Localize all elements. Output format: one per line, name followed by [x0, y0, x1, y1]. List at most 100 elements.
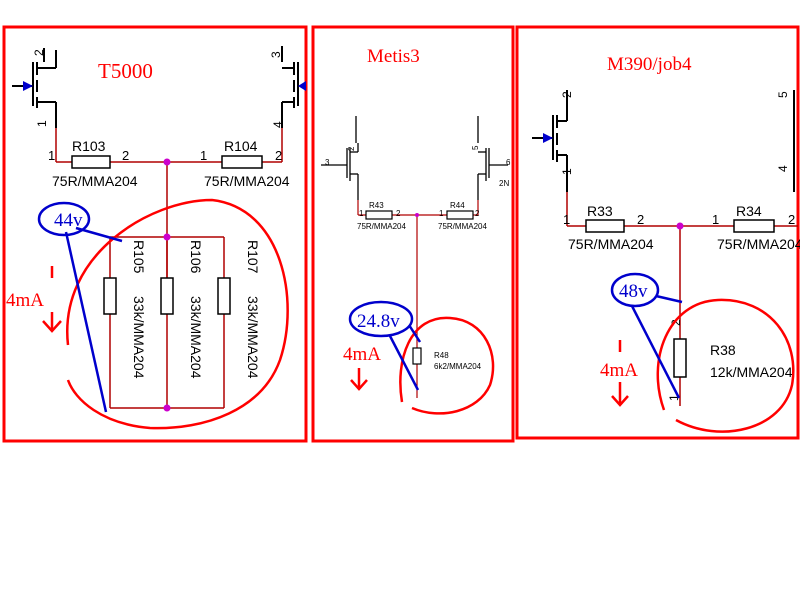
transistor-q-right [477, 116, 508, 200]
pin-label: 1 [359, 209, 364, 218]
voltage-circle [37, 201, 91, 237]
current-arrow [350, 368, 368, 391]
resistor-value: 75R/MMA204 [568, 236, 654, 252]
resistor-r48 [412, 347, 422, 365]
resistor-value: 12k/MMA204 [710, 364, 793, 380]
pin-label: 2 [347, 146, 356, 151]
resistor-value: 33k/MMA204 [131, 296, 147, 379]
pin-label: 2 [475, 209, 480, 218]
resistor-value: 75R/MMA204 [438, 222, 487, 231]
pin-label: 2 [122, 148, 129, 163]
pin-label: 5 [471, 145, 480, 150]
resistor-r105 [103, 277, 117, 315]
resistor-ref: R107 [245, 240, 261, 274]
probe-lines [630, 294, 683, 399]
current-arrow [42, 266, 62, 333]
arrow-icon [298, 81, 306, 91]
panel-t5000: T5000 2 1 3 4 [2, 25, 308, 443]
current-loop-arc [399, 316, 495, 415]
pin-label: 1 [48, 148, 55, 163]
resistor-ref: R44 [450, 201, 465, 210]
pin-label: 1 [200, 148, 207, 163]
panel-title: M390/job4 [607, 54, 692, 75]
pin-label: 3 [325, 158, 330, 167]
resistor-r104 [221, 155, 263, 169]
panel-frame [311, 25, 515, 443]
resistor-r106 [160, 277, 174, 315]
current-loop-arc [656, 298, 795, 433]
resistor-r33 [585, 219, 625, 233]
wires [357, 200, 479, 398]
pin-label: 2 [669, 319, 683, 326]
resistor-value: 6k2/MMA204 [434, 362, 482, 371]
pin-label: 1 [35, 120, 49, 127]
probe-lines [388, 324, 422, 391]
pin-label: 4 [776, 165, 790, 172]
junction-dot [163, 233, 171, 241]
panel-frame [515, 25, 800, 440]
pin-label: 2 [788, 212, 795, 227]
junction-dot [163, 158, 171, 166]
panel-frame [2, 25, 308, 443]
arrow-icon [23, 81, 33, 91]
resistor-r107 [217, 277, 231, 315]
current-label: 4mA [600, 360, 638, 381]
junction-dot [415, 213, 419, 217]
resistor-ref: R38 [710, 342, 736, 358]
current-label: 4mA [343, 344, 381, 365]
resistor-value: 75R/MMA204 [357, 222, 406, 231]
voltage-label: 44v [54, 210, 83, 231]
resistor-ref: R105 [131, 240, 147, 274]
resistor-r44 [446, 210, 474, 220]
resistor-value: 75R/MMA204 [52, 173, 138, 189]
probe-lines [64, 226, 123, 413]
pin-label: 5 [776, 91, 790, 98]
transistor-q-left [12, 48, 57, 128]
resistor-ref: R43 [369, 201, 384, 210]
resistor-ref: R103 [72, 138, 106, 154]
panel-title: Metis3 [367, 46, 420, 67]
voltage-label: 48v [619, 281, 648, 302]
pin-label: 4 [271, 121, 285, 128]
pin-label: 3 [269, 51, 283, 58]
resistor-r103 [71, 155, 111, 169]
resistor-ref: R34 [736, 203, 762, 219]
resistor-r34 [733, 219, 775, 233]
current-loop-arc [66, 198, 289, 430]
resistor-r43 [365, 210, 393, 220]
transistor-q-left [321, 116, 359, 200]
resistor-ref: R106 [188, 240, 204, 274]
resistor-value: 33k/MMA204 [188, 296, 204, 379]
panel-m390-job4: M390/job4 2 1 5 4 [515, 25, 800, 440]
pin-label: 2 [560, 91, 574, 98]
transistor-q-left [532, 90, 568, 192]
resistor-ref: R33 [587, 203, 613, 219]
pin-label: 1 [563, 212, 570, 227]
resistor-value: 75R/MMA204 [204, 173, 290, 189]
junction-dot [676, 222, 684, 230]
panel-metis3: Metis3 3 2 5 6 2N [311, 25, 515, 443]
pin-label: 2 [637, 212, 644, 227]
resistor-ref: R104 [224, 138, 258, 154]
pin-label: 1 [560, 168, 574, 175]
pin-label: 1 [712, 212, 719, 227]
resistor-value: 33k/MMA204 [245, 296, 261, 379]
resistor-r38 [673, 338, 687, 378]
pin-label: 2 [396, 209, 401, 218]
current-arrow [611, 340, 629, 407]
pin-label: 1 [439, 209, 444, 218]
pin-label: 2 [275, 148, 282, 163]
pin-label: 1 [667, 394, 681, 401]
voltage-circle [348, 300, 414, 338]
pin-label: 2 [32, 49, 46, 56]
transistor-q-right [281, 46, 299, 128]
resistor-ref: R48 [434, 351, 449, 360]
part-label: 2N [499, 179, 509, 188]
arrow-icon [543, 133, 553, 143]
resistor-value: 75R/MMA204 [717, 236, 800, 252]
panel-title: T5000 [98, 59, 153, 83]
current-label: 4mA [6, 290, 44, 311]
pin-label: 6 [506, 158, 511, 167]
voltage-label: 24.8v [357, 311, 400, 332]
